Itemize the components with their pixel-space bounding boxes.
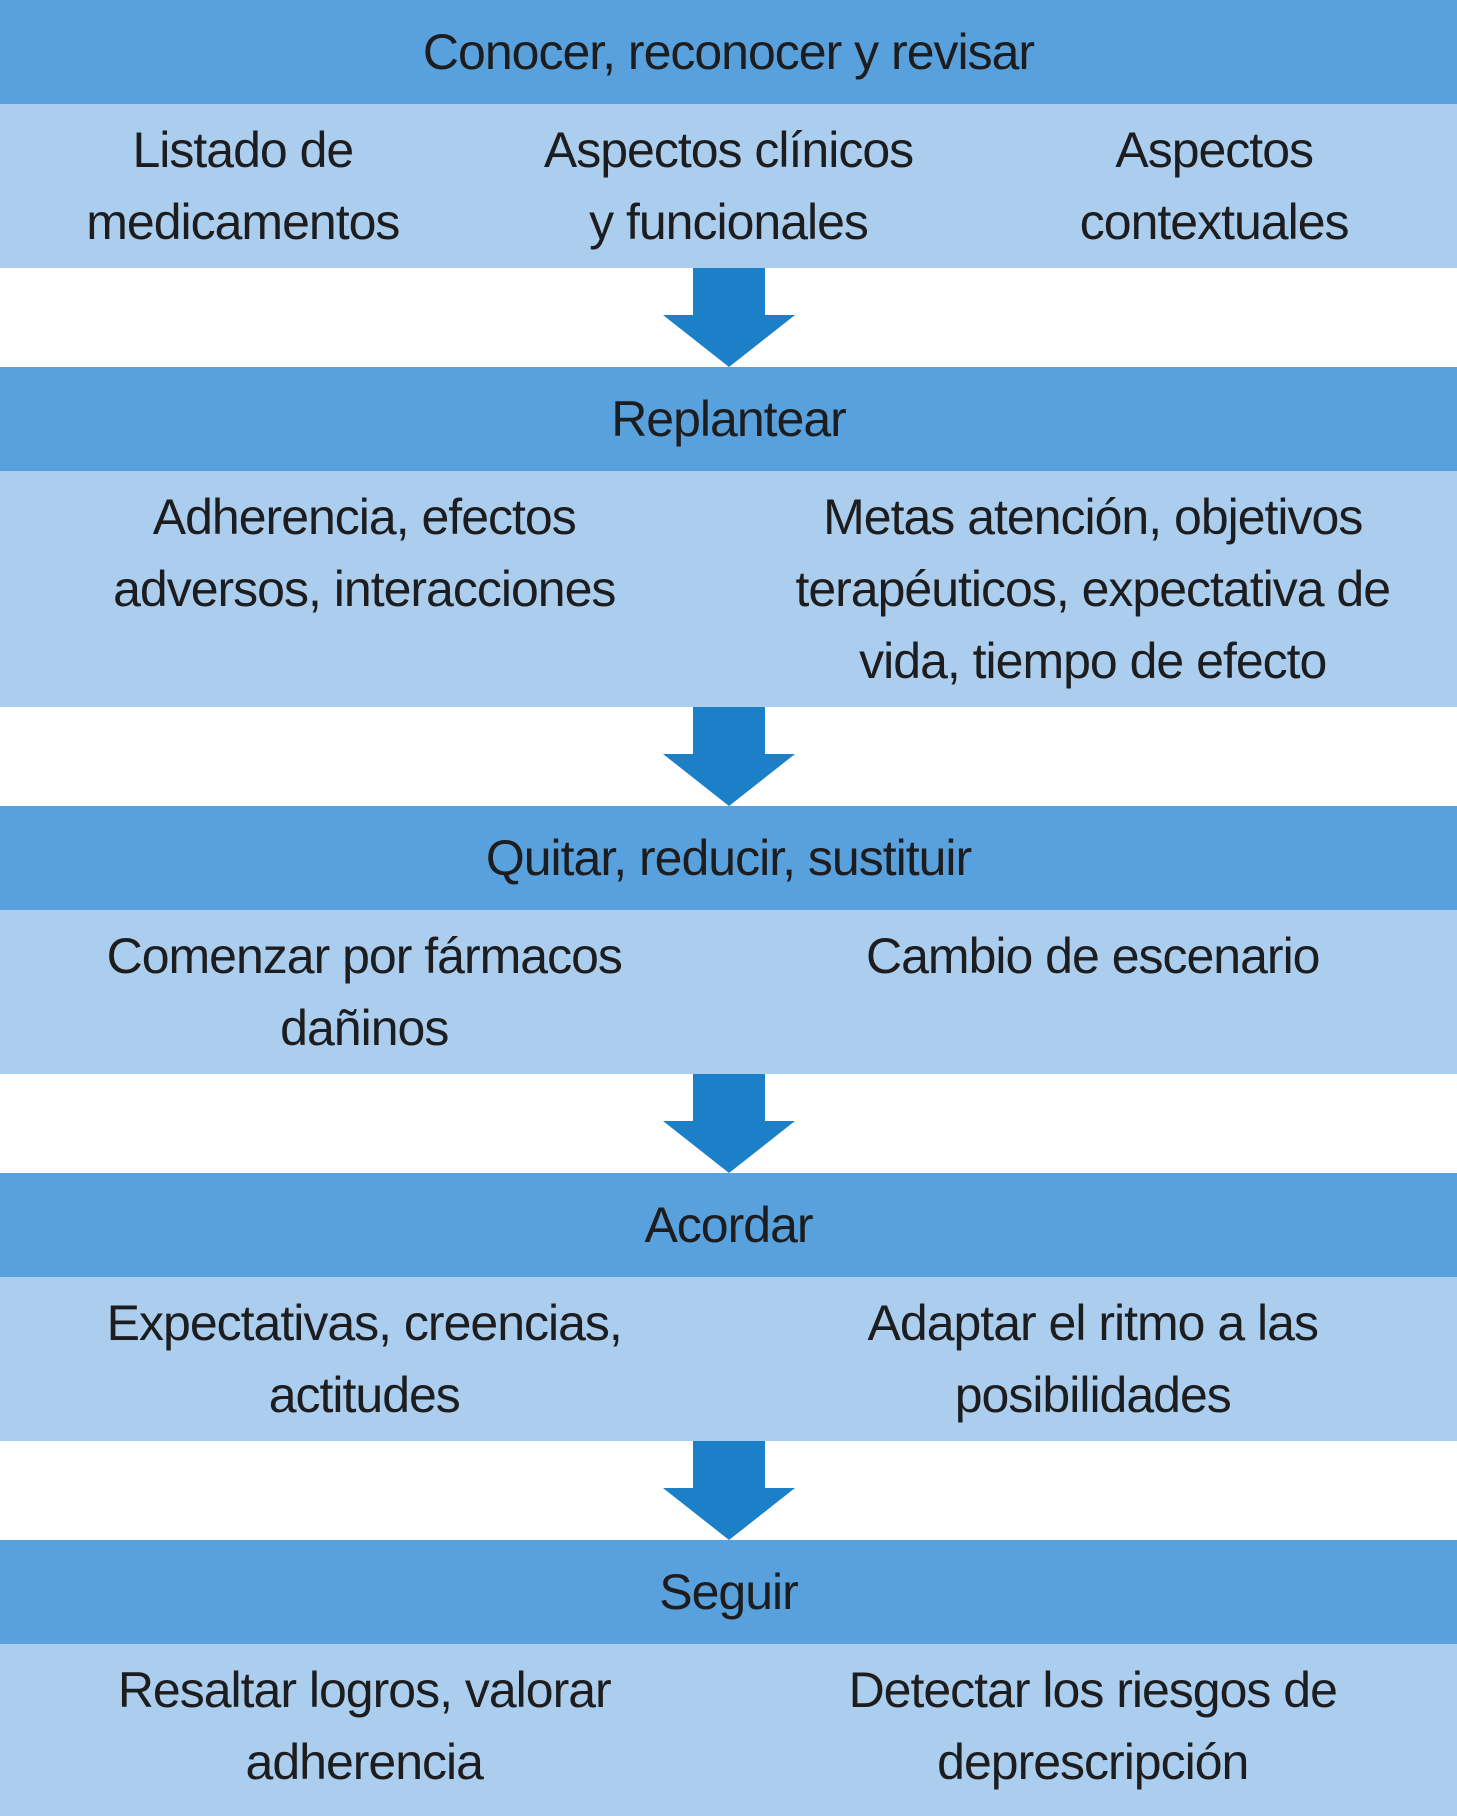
stage-title: Quitar, reducir, sustituir — [486, 833, 971, 883]
down-arrow-icon — [663, 1074, 795, 1173]
detail-cell: Metas atención, objetivos terapéuticos, … — [729, 481, 1457, 697]
down-arrow-icon — [663, 1441, 795, 1540]
down-arrow-icon — [663, 268, 795, 367]
arrow-gap — [0, 268, 1457, 367]
detail-cell: Listado de medicamentos — [0, 114, 486, 258]
detail-cell: Adherencia, efectos adversos, interaccio… — [0, 481, 729, 625]
stage-detail-band: Comenzar por fármacos dañinos Cambio de … — [0, 910, 1457, 1074]
stage-detail-band: Listado de medicamentos Aspectos clínico… — [0, 104, 1457, 268]
stage-detail-band: Expectativas, creencias, actitudes Adapt… — [0, 1277, 1457, 1441]
detail-cell: Comenzar por fármacos dañinos — [0, 920, 729, 1064]
down-arrow-icon — [663, 707, 795, 806]
stage-title-bar-quitar: Quitar, reducir, sustituir — [0, 806, 1457, 910]
detail-cell: Aspectos contextuales — [971, 114, 1457, 258]
stage-title: Replantear — [611, 394, 846, 444]
stage-detail-band: Adherencia, efectos adversos, interaccio… — [0, 471, 1457, 707]
arrow-gap — [0, 1441, 1457, 1540]
detail-cell: Resaltar logros, valorar adherencia — [0, 1654, 729, 1798]
arrow-gap — [0, 707, 1457, 806]
stage-title-bar-conocer: Conocer, reconocer y revisar — [0, 0, 1457, 104]
detail-cell: Adaptar el ritmo a las posibilidades — [729, 1287, 1457, 1431]
detail-cell: Expectativas, creencias, actitudes — [0, 1287, 729, 1431]
stage-title: Conocer, reconocer y revisar — [423, 27, 1034, 77]
detail-cell: Cambio de escenario — [729, 920, 1457, 992]
detail-cell: Detectar los riesgos de deprescripción — [729, 1654, 1457, 1798]
stage-title-bar-seguir: Seguir — [0, 1540, 1457, 1644]
detail-cell: Aspectos clínicos y funcionales — [486, 114, 972, 258]
stage-detail-band: Resaltar logros, valorar adherencia Dete… — [0, 1644, 1457, 1816]
stage-title-bar-acordar: Acordar — [0, 1173, 1457, 1277]
stage-title-bar-replantear: Replantear — [0, 367, 1457, 471]
arrow-gap — [0, 1074, 1457, 1173]
stage-title: Acordar — [644, 1200, 812, 1250]
stage-title: Seguir — [659, 1567, 798, 1617]
